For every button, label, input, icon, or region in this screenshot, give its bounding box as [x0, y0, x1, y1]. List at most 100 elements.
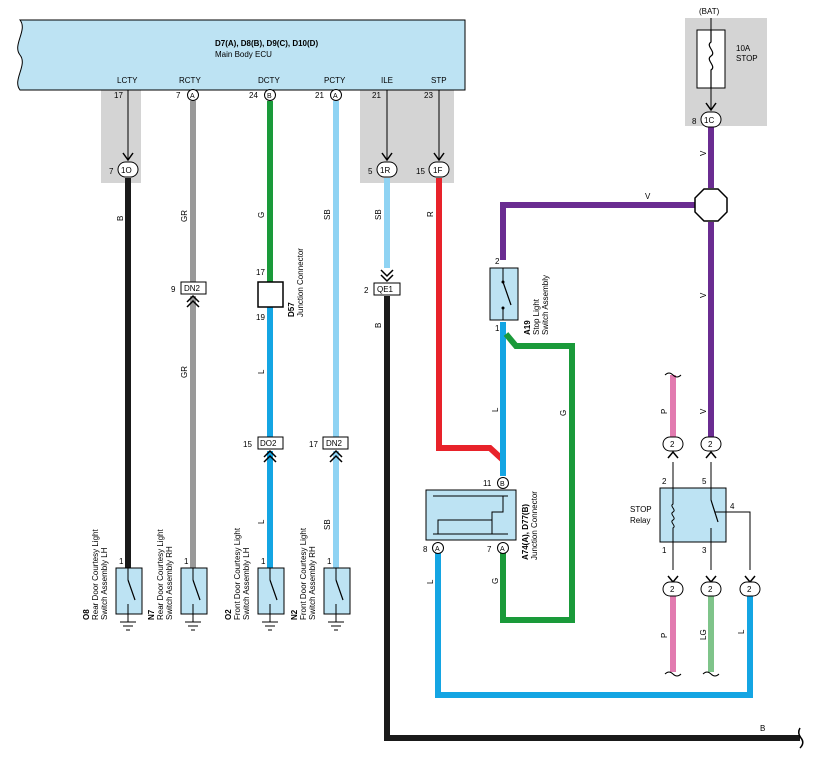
svg-text:9: 9	[171, 285, 176, 294]
jb-1o	[117, 161, 139, 178]
splice-octagon	[694, 188, 728, 222]
fuse-icon	[708, 30, 714, 88]
switch-n2: 1	[323, 557, 351, 631]
relay-name1: STOP	[630, 505, 652, 514]
switch-o2-id: O2	[224, 609, 233, 620]
wave-p-top	[664, 372, 682, 378]
svg-text:1C: 1C	[704, 116, 714, 125]
wc-a74-g: G	[491, 578, 500, 584]
pin-num-ile: 21	[372, 91, 381, 100]
svg-text:DN2: DN2	[184, 284, 201, 293]
wire-l-blue-loop	[435, 552, 753, 698]
pin-num-rcty: 7	[176, 91, 181, 100]
svg-text:2: 2	[670, 440, 675, 449]
svg-text:QE1: QE1	[377, 285, 394, 294]
wc-p-bottom: P	[660, 633, 669, 638]
svg-text:2: 2	[747, 585, 752, 594]
conn-do2	[257, 436, 284, 450]
a74-conn-a1	[432, 542, 444, 554]
svg-text:15: 15	[243, 440, 252, 449]
pin-conn-pcty: A	[333, 93, 338, 100]
ecu-box	[17, 19, 466, 91]
svg-text:7: 7	[109, 167, 114, 176]
pin-label-rcty: RCTY	[179, 76, 201, 85]
wave-lg-bottom	[702, 671, 720, 677]
svg-text:DO2: DO2	[260, 439, 277, 448]
svg-text:7: 7	[487, 545, 492, 554]
switch-n2-line1: Front Door Courtesy Light	[299, 527, 308, 620]
a74-block	[425, 489, 517, 541]
d57-block	[257, 281, 284, 308]
svg-text:17: 17	[256, 268, 265, 277]
switch-n7: 1	[180, 557, 208, 631]
wc-p-top: P	[660, 409, 669, 414]
wc-rcty-2: GR	[180, 366, 189, 378]
fuse-rating: 10A	[736, 44, 751, 53]
wc-dcty-3: L	[257, 519, 266, 524]
svg-text:1: 1	[495, 324, 500, 333]
conn-dn2-pcty	[322, 436, 349, 450]
svg-text:2: 2	[495, 257, 500, 266]
pin-conn-circle-pcty	[330, 89, 342, 101]
wc-v-horiz: V	[645, 192, 651, 201]
relay-name2: Relay	[630, 516, 650, 525]
fuse-source: (BAT)	[699, 7, 720, 16]
wc-a74-l: L	[426, 579, 435, 584]
pin-label-ile: ILE	[381, 76, 393, 85]
svg-text:1: 1	[184, 557, 189, 566]
svg-text:A: A	[500, 546, 505, 553]
switch-n2-line2: Switch Assembly RH	[308, 546, 317, 620]
wire-ile-black	[384, 296, 800, 741]
pin-label-pcty: PCTY	[324, 76, 346, 85]
switch-n7-line2: Switch Assembly RH	[165, 546, 174, 620]
wc-green-loop: G	[559, 410, 568, 416]
pin-num-dcty: 24	[249, 91, 258, 100]
switch-n7-line1: Rear Door Courtesy Light	[156, 529, 165, 620]
svg-text:1R: 1R	[380, 166, 390, 175]
arrow-1o	[122, 152, 134, 162]
switch-o8-line1: Rear Door Courtesy Light	[91, 529, 100, 620]
switch-o8-line2: Switch Assembly LH	[100, 547, 109, 620]
wc-v-1: V	[699, 150, 708, 156]
switch-n7-id: N7	[147, 609, 156, 620]
wc-dcty-2: L	[257, 369, 266, 374]
arrow-1f	[433, 152, 445, 162]
jb-1c	[700, 111, 722, 128]
a74-name: Junction Connector	[530, 491, 539, 560]
svg-text:2: 2	[708, 440, 713, 449]
pin-label-lcty: LCTY	[117, 76, 138, 85]
svg-text:2: 2	[364, 286, 369, 295]
arrow-1r	[381, 152, 393, 162]
svg-text:2: 2	[670, 585, 675, 594]
svg-text:1F: 1F	[433, 166, 442, 175]
d57-name: Junction Connector	[296, 248, 305, 317]
wc-v-2: V	[699, 292, 708, 298]
pin-conn-rcty: A	[190, 93, 195, 100]
d57-id: D57	[287, 302, 296, 317]
svg-text:4: 4	[730, 502, 735, 511]
wc-l-relay: L	[737, 629, 746, 634]
conn-dn2-rcty	[180, 281, 207, 295]
svg-text:8: 8	[692, 117, 697, 126]
svg-text:5: 5	[702, 477, 707, 486]
relay-conn-bottom-3	[739, 581, 761, 597]
wire-stp-red	[436, 178, 506, 476]
svg-text:1O: 1O	[121, 166, 132, 175]
wc-ile-1: SB	[374, 209, 383, 220]
svg-text:5: 5	[368, 167, 373, 176]
switch-n2-id: N2	[290, 609, 299, 620]
svg-text:2: 2	[662, 477, 667, 486]
svg-text:1: 1	[119, 557, 124, 566]
switch-o8-id: O8	[82, 609, 91, 620]
svg-text:B: B	[500, 481, 505, 488]
ecu-name: Main Body ECU	[215, 50, 272, 59]
wc-lcty: B	[116, 216, 125, 221]
svg-text:2: 2	[708, 585, 713, 594]
pin-label-stp: STP	[431, 76, 447, 85]
wc-dcty-1: G	[257, 212, 266, 218]
svg-text:8: 8	[423, 545, 428, 554]
pin-num-pcty: 21	[315, 91, 324, 100]
jb-1f	[428, 161, 450, 178]
pin-conn-circle-dcty	[264, 89, 276, 101]
